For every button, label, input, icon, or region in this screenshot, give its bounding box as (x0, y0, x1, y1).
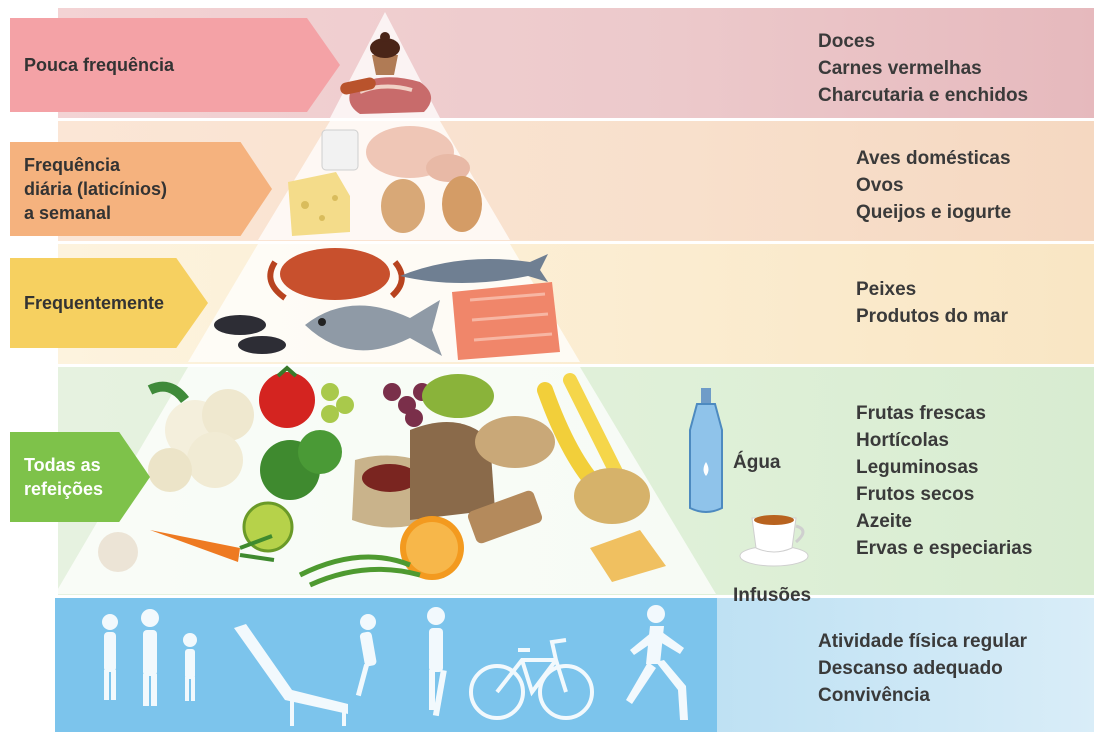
list-item: Queijos e iogurte (856, 199, 1011, 226)
list-item: Leguminosas (856, 454, 1032, 481)
potato-icon (574, 468, 650, 524)
tier-daily-weekly-label: Frequência diária (laticínios) a semanal (10, 142, 272, 236)
tier-lifestyle-items: Atividade física regular Descanso adequa… (818, 628, 1027, 709)
tier-rare-label: Pouca frequência (10, 18, 340, 112)
list-item: Produtos do mar (856, 303, 1008, 330)
tier-every-meal-items: Frutas frescas Hortícolas Leguminosas Fr… (856, 400, 1032, 562)
tea-cup-icon (740, 515, 808, 566)
list-item: Ovos (856, 172, 1011, 199)
tier-rare-items: Doces Carnes vermelhas Charcutaria e enc… (818, 28, 1028, 109)
list-item: Charcutaria e enchidos (818, 82, 1028, 109)
tier-daily-weekly-items: Aves domésticas Ovos Queijos e iogurte (856, 145, 1011, 226)
list-item: Aves domésticas (856, 145, 1011, 172)
list-item: Carnes vermelhas (818, 55, 1028, 82)
tier-frequent-items: Peixes Produtos do mar (856, 276, 1008, 330)
list-item: Descanso adequado (818, 655, 1027, 682)
salmon-icon (452, 282, 560, 360)
list-item: Doces (818, 28, 1028, 55)
grain-bowl-icon (475, 416, 555, 468)
list-item: Peixes (856, 276, 1008, 303)
list-item: Hortícolas (856, 427, 1032, 454)
list-item: Azeite (856, 508, 1032, 535)
list-item: Atividade física regular (818, 628, 1027, 655)
water-label: Água (733, 452, 781, 474)
tier-frequent-label: Frequentemente (10, 258, 208, 348)
list-item: Frutas frescas (856, 400, 1032, 427)
infusions-label: Infusões (733, 585, 811, 607)
list-item: Ervas e especiarias (856, 535, 1032, 562)
list-item: Frutos secos (856, 481, 1032, 508)
garlic-icon (98, 532, 138, 572)
list-item: Convivência (818, 682, 1027, 709)
peas-bowl-icon (422, 374, 494, 418)
water-bottle-icon (690, 388, 722, 512)
cheese-icon (288, 172, 350, 236)
yogurt-icon (322, 130, 358, 170)
